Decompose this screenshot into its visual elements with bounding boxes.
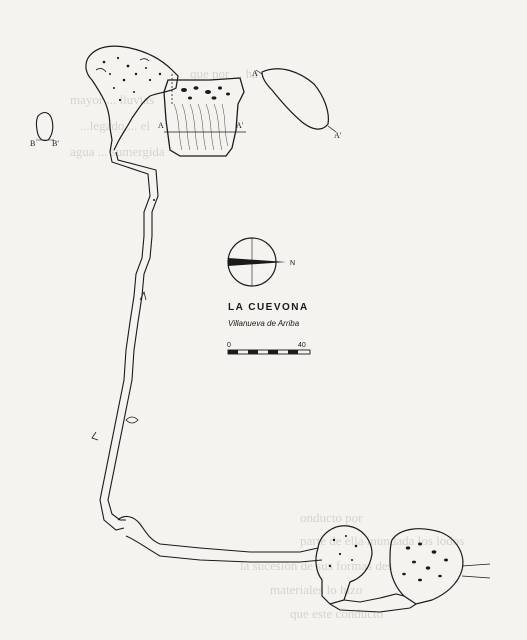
lower-chamber-2 xyxy=(389,528,491,605)
north-arrow: N xyxy=(227,237,295,287)
profile-b-right-label: B' xyxy=(52,139,59,148)
inner-chamber xyxy=(163,74,245,157)
scale-start-label: 0 xyxy=(227,342,231,349)
north-needle-icon xyxy=(228,258,286,266)
upper-chamber xyxy=(85,45,179,153)
bleedthrough-line-9: que este conducto xyxy=(290,606,383,621)
lower-chamber-1 xyxy=(315,525,373,605)
bleedthrough-line-8: materiales lo hizo xyxy=(270,582,362,597)
map-subtitle: Villanueva de Arriba xyxy=(228,319,300,328)
section-a-right-label: A' xyxy=(236,121,244,130)
north-label: N xyxy=(290,260,295,267)
bleedthrough-line-3: ...legado ... el xyxy=(80,118,150,133)
main-passage xyxy=(91,151,159,531)
scale-end-label: 40 xyxy=(298,342,306,349)
profile-b-left-label: B xyxy=(30,139,35,148)
bleedthrough-line-2: mayor ... lluvias xyxy=(70,92,154,107)
profile-a-bottom-label: A' xyxy=(334,131,342,140)
lower-passage xyxy=(117,515,323,563)
bleedthrough-line-5: onducto por xyxy=(300,510,363,525)
profile-b: B B' xyxy=(30,111,59,148)
section-a: A A' xyxy=(158,121,246,133)
bleedthrough-line-1: que por ... ha xyxy=(190,66,258,81)
bleedthrough-line-4: agua ... sumergida xyxy=(70,144,165,159)
profile-a-top-label: A xyxy=(252,69,258,78)
exit-passage xyxy=(329,593,417,613)
scale-bar: 0 40 xyxy=(227,342,311,355)
profile-a: A A' xyxy=(252,68,342,140)
bleedthrough-line-6: parte de ella inundada los lodos xyxy=(300,533,464,548)
map-title: LA CUEVONA xyxy=(228,302,309,313)
section-a-left-label: A xyxy=(158,121,164,130)
